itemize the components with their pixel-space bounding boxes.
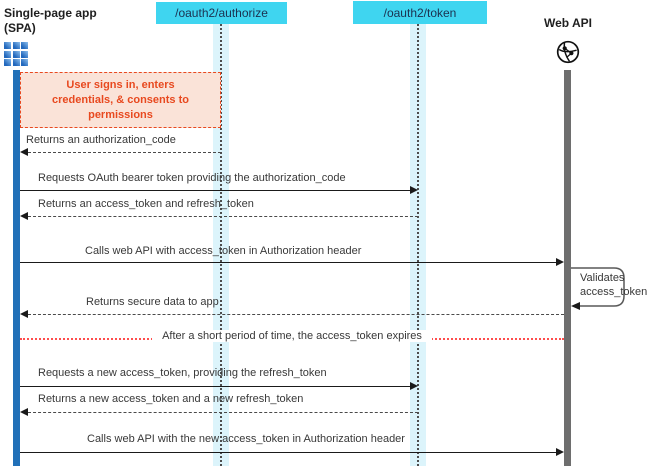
token-endpoint-label: /oauth2/token: [383, 5, 457, 20]
message-label: Requests OAuth bearer token providing th…: [38, 172, 346, 184]
message-label: Calls web API with access_token in Autho…: [85, 245, 362, 257]
arrowhead-left-icon: [20, 148, 28, 156]
arrowhead-left-icon: [20, 408, 28, 416]
arrowhead-right-icon: [556, 258, 564, 266]
spa-actor-label-line2: (SPA): [4, 21, 36, 35]
message-arrow: [28, 412, 418, 413]
message-arrow: [20, 190, 410, 191]
message-label: Returns an access_token and refresh_toke…: [38, 198, 254, 210]
arrowhead-right-icon: [410, 186, 418, 194]
authorize-lifeline: [213, 24, 229, 466]
globe-network-icon: [556, 40, 580, 64]
message-arrow: [28, 314, 564, 315]
token-endpoint-header: /oauth2/token: [353, 1, 487, 24]
message-arrow: [28, 152, 221, 153]
validates-token-self-loop: [562, 260, 642, 314]
message-label: Returns a new access_token and a new ref…: [38, 393, 304, 405]
user-signin-note: User signs in, enters credentials, & con…: [20, 72, 221, 128]
arrowhead-right-icon: [410, 382, 418, 390]
arrowhead-left-icon: [20, 310, 28, 318]
message-label: Returns secure data to app: [86, 296, 219, 308]
arrowhead-right-icon: [556, 448, 564, 456]
authorize-endpoint-label: /oauth2/authorize: [175, 6, 268, 20]
spa-lifeline: [13, 70, 20, 466]
authorize-endpoint-header: /oauth2/authorize: [156, 2, 287, 24]
message-arrow: [20, 262, 556, 263]
web-api-lifeline: [564, 70, 571, 466]
message-label: Calls web API with the new access_token …: [87, 433, 405, 445]
spa-actor-label: Single-page app (SPA): [4, 6, 97, 36]
message-arrow: [20, 386, 410, 387]
validates-token-label: Validates access_token: [580, 272, 648, 298]
message-arrow: [20, 452, 556, 453]
token-lifeline: [410, 24, 426, 466]
spa-actor-label-line1: Single-page app: [4, 6, 97, 20]
message-label: Returns an authorization_code: [26, 134, 176, 146]
token-expires-divider-label: After a short period of time, the access…: [20, 330, 564, 342]
web-api-actor-label: Web API: [543, 16, 592, 30]
app-grid-icon: [4, 42, 28, 66]
message-label: Requests a new access_token, providing t…: [38, 367, 327, 379]
arrowhead-left-icon: [20, 212, 28, 220]
message-arrow: [28, 216, 418, 217]
